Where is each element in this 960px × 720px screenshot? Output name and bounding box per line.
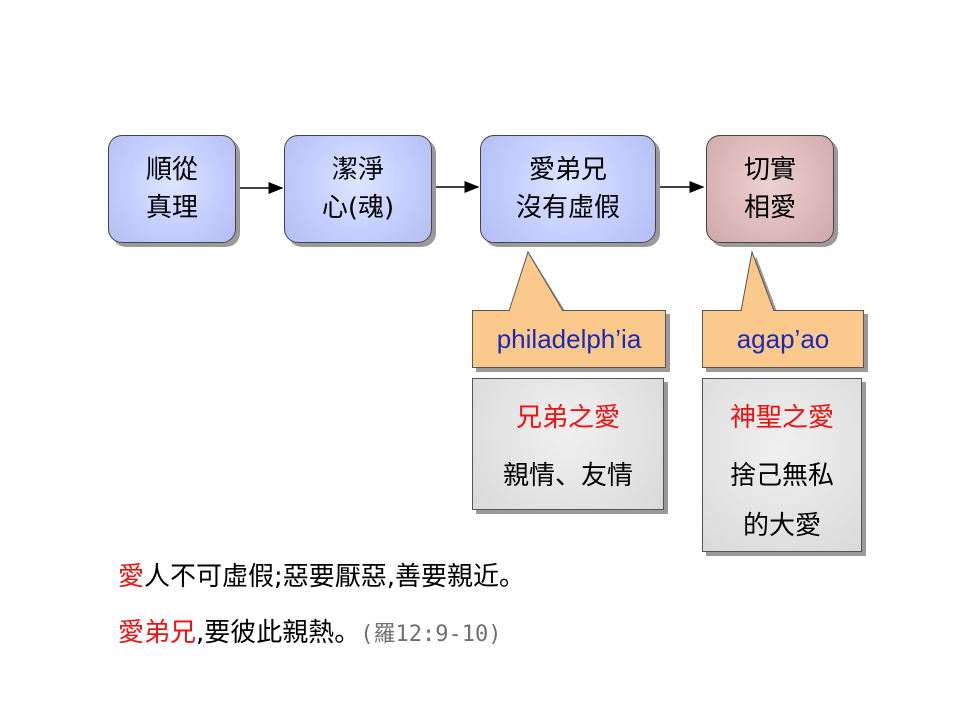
verse-line-2-rest: ,要彼此親熱。	[196, 618, 361, 648]
flow-step-4-line2: 相愛	[743, 193, 796, 223]
verse-line-2-highlight: 愛弟兄	[118, 618, 197, 648]
flow-step-3-line2: 沒有虛假	[515, 193, 620, 223]
desc-box-right: 神聖之愛 捨己無私 的大愛	[702, 378, 862, 552]
callout-right: agap’ao	[702, 310, 864, 368]
desc-left-text: 親情、友情	[502, 461, 633, 491]
callout-left: philadelph’ia	[472, 310, 666, 368]
callout-left-pointer	[509, 252, 563, 311]
desc-right-text-1: 捨己無私	[729, 461, 834, 491]
verse-line-1: 愛人不可虛假;惡要厭惡,善要親近。	[118, 556, 525, 593]
verse-line-2: 愛弟兄,要彼此親熱。(羅12:9-10)	[118, 612, 502, 649]
flow-step-4: 切實 相愛	[706, 135, 834, 243]
flow-step-2-line1: 潔淨	[331, 155, 384, 185]
callout-left-pointer-outline	[508, 250, 564, 312]
desc-right-text-2: 的大愛	[742, 511, 821, 541]
flow-step-1-line2: 真理	[145, 193, 198, 223]
callout-right-pointer-outline	[740, 250, 775, 312]
callout-right-pointer	[741, 252, 774, 311]
flow-step-1: 順從 真理	[108, 135, 236, 243]
verse-reference: (羅12:9-10)	[360, 622, 502, 647]
desc-left-title: 兄弟之愛	[515, 403, 620, 433]
callout-left-term: philadelph’ia	[496, 323, 642, 354]
desc-box-left: 兄弟之愛 親情、友情	[472, 378, 664, 510]
flow-step-3-line1: 愛弟兄	[528, 155, 607, 185]
flow-step-4-line1: 切實	[743, 155, 796, 185]
flow-step-1-line1: 順從	[145, 155, 198, 185]
flow-step-2: 潔淨 心(魂)	[284, 135, 432, 243]
verse-line-1-highlight: 愛	[118, 562, 145, 592]
verse-line-1-rest: 人不可虛假;惡要厭惡,善要親近。	[144, 562, 526, 592]
flow-step-3: 愛弟兄 沒有虛假	[480, 135, 656, 243]
callout-right-term: agap’ao	[736, 323, 830, 354]
flow-step-2-line2: 心(魂)	[321, 193, 395, 223]
desc-right-title: 神聖之愛	[729, 403, 834, 433]
